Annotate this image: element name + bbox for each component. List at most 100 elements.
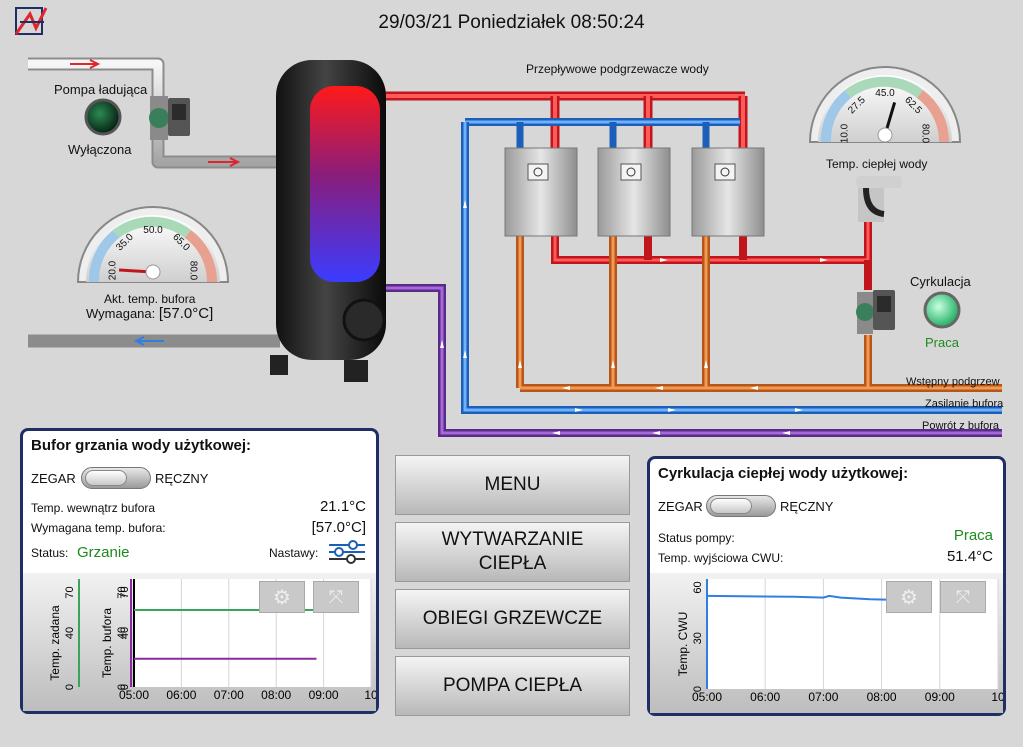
- x-tick-label: 10: [364, 688, 376, 702]
- buffer-mode-left: ZEGAR: [31, 471, 76, 486]
- heating-circuits-label: OBIEGI GRZEWCZE: [422, 608, 603, 630]
- buffer-inside-temp-value: 21.1°C: [319, 498, 366, 515]
- chart-settings-button[interactable]: ⚙: [259, 581, 305, 613]
- heating-circuits-button[interactable]: OBIEGI GRZEWCZE: [395, 589, 630, 649]
- chart-fullscreen-button[interactable]: ⤧: [940, 581, 986, 613]
- buffer-required-label: Wymagana:: [86, 306, 156, 321]
- gauge-tick-label: 45.0: [875, 88, 895, 99]
- x-tick-label: 07:00: [214, 688, 244, 702]
- charging-pump-status: Wyłączona: [68, 142, 132, 157]
- flow-heaters-label: Przepływowe podgrzewacze wody: [526, 62, 709, 76]
- flow-heater-unit: [504, 147, 578, 237]
- buffer-settings-label: Nastawy:: [269, 546, 319, 560]
- circulation-pump-status-label: Status pompy:: [658, 531, 735, 545]
- circulation-mode-left: ZEGAR: [658, 499, 703, 514]
- menu-button[interactable]: MENU: [395, 455, 630, 515]
- y-axis-label: Temp. zadana: [48, 605, 62, 681]
- y-axis-label: Temp. CWU: [676, 612, 690, 677]
- flow-heater-unit: [597, 147, 671, 237]
- circulation-pump-status-value: Praca: [953, 527, 993, 544]
- circulation-pump-icon: [856, 290, 895, 334]
- buffer-gauge: [76, 206, 230, 283]
- buffer-tank: [270, 60, 386, 382]
- menu-button-label: MENU: [484, 474, 541, 496]
- buffer-inside-temp-label: Temp. wewnątrz bufora: [31, 501, 156, 515]
- chart-settings-button[interactable]: ⚙: [886, 581, 932, 613]
- line-label-preheat: Wstępny podgrzew: [906, 376, 1000, 388]
- heat-pump-button[interactable]: POMPA CIEPŁA: [395, 656, 630, 716]
- toggle-knob: [85, 470, 127, 486]
- y-tick-label: 40: [119, 627, 131, 639]
- buffer-status-label: Status:: [31, 546, 69, 560]
- expand-icon: ⤧: [328, 586, 344, 607]
- y-tick-label: 40: [116, 627, 128, 639]
- circulation-status: Praca: [925, 335, 959, 350]
- company-logo: [14, 7, 48, 35]
- circulation-panel: Cyrkulacja ciepłej wody użytkowej: ZEGAR…: [647, 456, 1006, 716]
- buffer-required-value[interactable]: [57.0°C]: [158, 305, 214, 322]
- charging-pump-led: [84, 98, 122, 136]
- water-tap-icon: [856, 176, 902, 222]
- charging-pump-label: Pompa ładująca: [54, 82, 148, 97]
- x-tick-label: 08:00: [261, 688, 291, 702]
- y-tick-label: 30: [692, 632, 704, 644]
- x-tick-label: 05:00: [692, 690, 722, 704]
- circulation-out-temp-label: Temp. wyjściowa CWU:: [658, 551, 784, 565]
- charging-pump-icon: [149, 96, 190, 140]
- hot-water-gauge-label: Temp. ciepłej wody: [826, 157, 928, 171]
- hot-water-gauge: [808, 66, 962, 143]
- gear-icon: ⚙: [273, 586, 291, 609]
- heat-generation-label-1: WYTWARZANIE: [441, 529, 584, 551]
- settings-sliders-icon[interactable]: [327, 539, 367, 565]
- y-tick-label: 40: [64, 627, 76, 639]
- gauge-tick-label: 50.0: [143, 225, 163, 236]
- x-tick-label: 10: [991, 690, 1003, 704]
- buffer-mode-toggle[interactable]: [81, 467, 151, 489]
- buffer-required-temp-label: Wymagana temp. bufora:: [31, 521, 166, 535]
- x-tick-label: 09:00: [309, 688, 339, 702]
- heat-generation-label-2: CIEPŁA: [478, 553, 547, 574]
- buffer-required-temp-value[interactable]: [57.0°C]: [311, 519, 366, 536]
- circulation-led: [923, 291, 961, 329]
- header-datetime: 29/03/21 Poniedziałek 08:50:24: [378, 12, 645, 33]
- heat-generation-button[interactable]: WYTWARZANIE CIEPŁA: [395, 522, 630, 582]
- gauge-tick-label: 80.0: [919, 123, 931, 144]
- circulation-out-temp-value: 51.4°C: [946, 548, 993, 565]
- circulation-mode-toggle[interactable]: [706, 495, 776, 517]
- line-label-return: Powrót z bufora: [922, 420, 1000, 432]
- y-tick-label: 0: [119, 684, 131, 690]
- buffer-mode-right: RĘCZNY: [155, 471, 209, 486]
- circulation-mode-right: RĘCZNY: [780, 499, 834, 514]
- x-tick-label: 05:00: [119, 688, 149, 702]
- flow-heater-unit: [691, 147, 765, 237]
- x-tick-label: 09:00: [925, 690, 955, 704]
- gauge-tick-label: 10.0: [839, 123, 851, 144]
- line-label-supply: Zasilanie bufora: [925, 398, 1004, 410]
- heat-pump-label: POMPA CIEPŁA: [442, 675, 583, 697]
- x-tick-label: 08:00: [867, 690, 897, 704]
- circulation-label: Cyrkulacja: [910, 274, 971, 289]
- buffer-required: Wymagana: [57.0°C]: [86, 305, 213, 322]
- x-tick-label: 07:00: [808, 690, 838, 704]
- y-tick-label: 0: [64, 684, 76, 690]
- x-tick-label: 06:00: [166, 688, 196, 702]
- buffer-panel-title: Bufor grzania wody użytkowej:: [31, 437, 252, 454]
- x-tick-label: 06:00: [750, 690, 780, 704]
- toggle-knob: [710, 498, 752, 514]
- gauge-tick-label: 80.0: [187, 260, 199, 281]
- y-tick-label: 70: [116, 586, 128, 598]
- y-tick-label: 70: [64, 586, 76, 598]
- buffer-gauge-label: Akt. temp. bufora: [104, 292, 196, 306]
- y-tick-label: 60: [692, 581, 704, 593]
- y-tick-label: 0: [692, 686, 704, 692]
- expand-icon: ⤧: [955, 586, 971, 607]
- gauge-tick-label: 20.0: [107, 260, 119, 281]
- chart-fullscreen-button[interactable]: ⤧: [313, 581, 359, 613]
- buffer-status-value: Grzanie: [77, 544, 130, 561]
- circulation-panel-title: Cyrkulacja ciepłej wody użytkowej:: [658, 465, 909, 482]
- y-tick-label: 0: [116, 684, 128, 690]
